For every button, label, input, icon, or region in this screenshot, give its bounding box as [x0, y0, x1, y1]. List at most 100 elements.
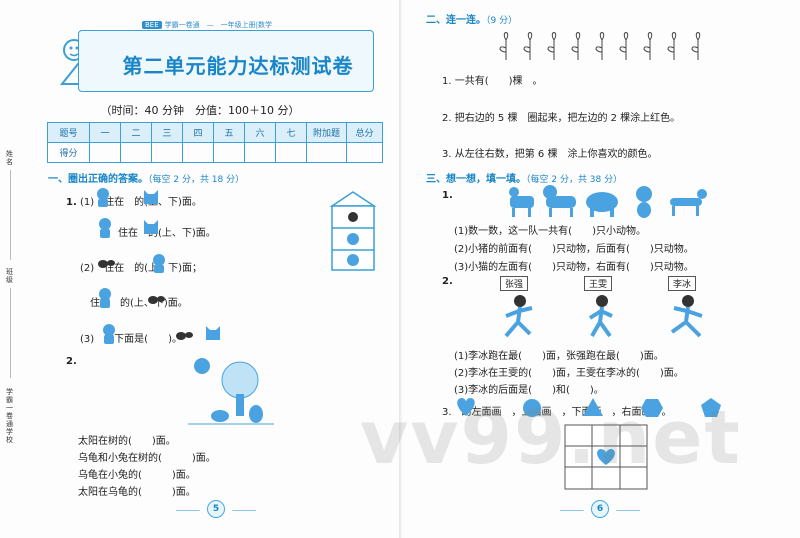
shape-grid [564, 424, 648, 490]
section-note: （9 分） [486, 16, 518, 26]
runner-name-zhangqiang: 张强 [500, 276, 529, 291]
section-2-title: 二、连一连。（9 分） [426, 11, 517, 26]
flower-row-icon [499, 32, 701, 60]
score-input-cell[interactable] [89, 142, 121, 163]
runner-icon [670, 295, 703, 338]
page-number-left: 5 [201, 500, 231, 522]
name-label: 李冰 [668, 276, 697, 291]
s3-q1-number: 1. [442, 190, 453, 201]
s3-q1-line-2: (2)小猪的前面有( )只动物，后面有( )只动物。 [454, 244, 694, 255]
q1-line-4: 住在 的(上、下)面。 [80, 298, 188, 309]
q2-number: 2. [66, 356, 77, 367]
score-table-score-row: 得分 [47, 142, 383, 163]
page-number-right: 6 [585, 500, 615, 522]
s3-q2-line-3: (3)李冰的后面是( )和( )。 [454, 385, 604, 396]
table-cell: 总分 [346, 122, 383, 143]
name-label: 王雯 [584, 276, 613, 291]
side-divider [10, 170, 11, 260]
girl-icon [153, 254, 165, 273]
score-input-cell[interactable] [346, 142, 383, 163]
page-number-decoration [560, 510, 584, 511]
girl-icon [99, 288, 111, 308]
s3-q2-line-2: (2)李冰在王雯的( )面，王雯在李冰的( )面。 [454, 368, 684, 379]
score-input-cell[interactable] [306, 142, 347, 163]
name-label: 张强 [500, 276, 529, 291]
s2-line-2: 2. 把右边的 5 棵 圈起来，把左边的 2 棵涂上红色。 [442, 113, 681, 124]
heart-icon [457, 398, 475, 416]
watermark: vv99.net [360, 395, 742, 481]
apartment-house-icon [330, 191, 376, 271]
runner-name-wangwen: 王雯 [584, 276, 613, 291]
side-divider [10, 288, 11, 378]
table-cell: 五 [213, 122, 245, 143]
q1-line-2: 住在 的(上、下)面。 [118, 228, 216, 239]
section-title-text: 三、想一想，填一填。 [426, 174, 526, 185]
side-label-class: 班级 [6, 268, 13, 284]
q1-line-5: (3) 的下面是( )。 [80, 334, 182, 345]
q2-line-3: 乌龟在小兔的( )面。 [78, 470, 196, 481]
score-input-cell[interactable] [151, 142, 183, 163]
ant-icon [148, 296, 165, 304]
girl-icon [99, 218, 111, 238]
side-label-school: 学霸一卷通 学校 [6, 388, 13, 444]
page-number-decoration [232, 510, 256, 511]
ant-icon [98, 260, 115, 268]
section-note: （每空 2 分，共 18 分） [148, 175, 245, 185]
girl-icon [103, 324, 115, 344]
time-score-line: （时间：40 分钟 分值：100＋10 分） [100, 104, 300, 117]
runner-icon [504, 295, 533, 338]
table-cell: 一 [89, 122, 121, 143]
table-cell: 题号 [47, 122, 90, 143]
triangle-shape-icon [583, 398, 603, 416]
runner-name-libing: 李冰 [668, 276, 697, 291]
table-cell: 附加题 [306, 122, 347, 143]
s3-q3-line: 3. 的左面画 ，上面画 ，下面画 ，右面画 。 [442, 407, 672, 418]
score-input-cell[interactable] [275, 142, 307, 163]
page-number-decoration [616, 510, 640, 511]
s2-line-3: 3. 从左往右数，把第 6 棵 涂上你喜欢的颜色。 [442, 149, 658, 160]
q2-line-2: 乌龟和小兔在树的( )面。 [78, 453, 216, 464]
section-note: （每空 2 分，共 38 分） [526, 175, 623, 185]
cat-icon [206, 326, 220, 340]
right-page: 二、连一连。（9 分） 1. 一共有( )棵 。 2. 把右边的 5 棵 圈起来… [402, 0, 800, 538]
table-cell: 六 [244, 122, 276, 143]
question-number: 1. [66, 197, 77, 208]
s3-q2-number: 2. [442, 276, 453, 287]
cat-icon [144, 190, 158, 204]
table-cell: 七 [275, 122, 307, 143]
s3-q1-line-3: (3)小猫的左面有( )只动物，右面有( )只动物。 [454, 262, 694, 273]
score-table-header-row: 题号 一 二 三 四 五 六 七 附加题 总分 [47, 122, 383, 143]
hexagon-shape-icon [641, 399, 663, 417]
cat-icon [144, 220, 158, 234]
score-input-cell[interactable] [213, 142, 245, 163]
score-input-cell[interactable] [120, 142, 152, 163]
score-input-cell[interactable] [182, 142, 214, 163]
section-1-title: 一、圈出正确的答案。（每空 2 分，共 18 分） [48, 170, 244, 185]
q1-line-1: 1. (1) 住在 的(上、下)面。 [66, 193, 202, 208]
girl-icon [97, 188, 109, 207]
series-tag: BEE [142, 21, 162, 29]
table-cell: 得分 [47, 142, 90, 163]
table-cell: 四 [182, 122, 214, 143]
ant-icon [176, 332, 193, 340]
tree-scene-icon [188, 358, 274, 425]
table-cell: 二 [120, 122, 152, 143]
q2-line-1: 太阳在树的( )面。 [78, 436, 176, 447]
q1-line-3: (2) 住在 的(上、下)面； [80, 263, 202, 274]
side-label-name: 姓名 [6, 150, 13, 166]
page-title: 第二单元能力达标测试卷 [122, 54, 354, 78]
circle-shape-icon [523, 399, 541, 417]
page-number-text: 6 [591, 500, 609, 518]
book-gutter [399, 0, 402, 538]
animal-row-icon [509, 185, 707, 218]
section-title-text: 一、圈出正确的答案。 [48, 174, 148, 185]
page-number-decoration [176, 510, 200, 511]
section-3-title: 三、想一想，填一填。（每空 2 分，共 38 分） [426, 170, 622, 185]
score-input-cell[interactable] [244, 142, 276, 163]
pentagon-shape-icon [701, 398, 721, 417]
series-name: 学霸一卷通 [164, 21, 200, 29]
s2-line-1: 1. 一共有( )棵 。 [442, 76, 543, 87]
score-table: 题号 一 二 三 四 五 六 七 附加题 总分 得分 [47, 122, 383, 163]
q2-line-4: 太阳在乌龟的( )面。 [78, 487, 196, 498]
